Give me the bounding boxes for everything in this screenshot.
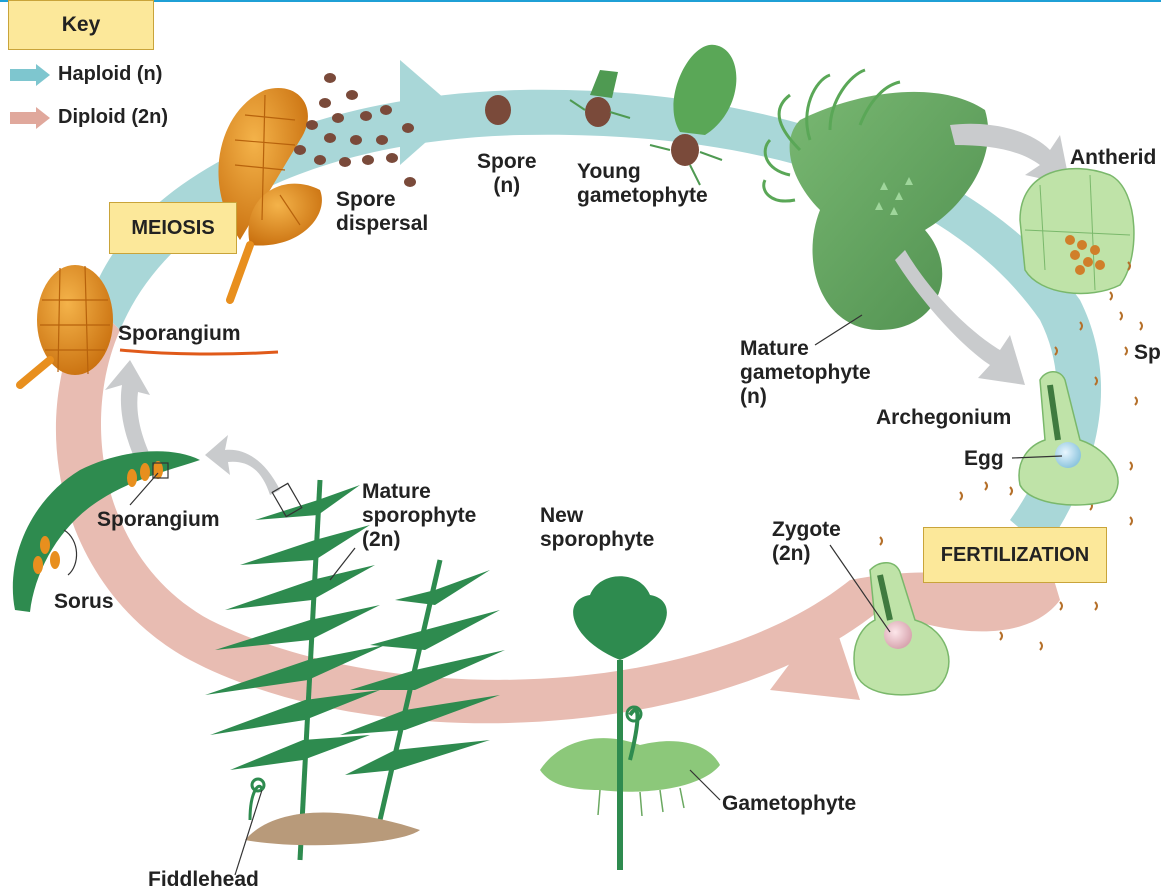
archegonium-label: Archegonium: [876, 406, 1011, 430]
zygote-label: Zygote (2n): [772, 518, 841, 566]
meiosis-box: MEIOSIS: [109, 202, 237, 254]
antheridium-image: [1020, 169, 1134, 294]
haploid-arrow-head: [400, 60, 460, 165]
egg-label: Egg: [964, 447, 1004, 471]
sperm-label: Sp: [1134, 341, 1161, 365]
mature-gametophyte-label: Mature gametophyte (n): [740, 337, 871, 409]
sporangium-top-label: Sporangium: [118, 322, 241, 346]
new-sporophyte-image: [540, 576, 720, 870]
spore-label: Spore (n): [477, 150, 537, 198]
spore-dispersal-label: Spore dispersal: [336, 188, 428, 236]
sporangium-underline: [120, 350, 278, 354]
fertilization-box: FERTILIZATION: [923, 527, 1107, 583]
key-diploid-label: Diploid (2n): [58, 106, 168, 129]
young-gametophyte-label: Young gametophyte: [577, 160, 708, 208]
key-diploid: Diploid (2n): [10, 106, 168, 129]
diploid-arrow-icon: [10, 107, 50, 129]
haploid-arrow-icon: [10, 64, 50, 86]
mature-gametophyte-image: [764, 70, 988, 330]
key-haploid: Haploid (n): [10, 63, 162, 86]
sorus-label: Sorus: [54, 590, 114, 614]
gametophyte-label: Gametophyte: [722, 792, 856, 816]
new-sporophyte-label: New sporophyte: [540, 504, 654, 552]
opening-sporangium: [218, 88, 321, 300]
fiddlehead-label: Fiddlehead: [148, 868, 259, 889]
antheridium-label: Antherid: [1070, 146, 1156, 170]
archegonium-image: [1019, 372, 1118, 505]
mature-sporophyte-label: Mature sporophyte (2n): [362, 480, 476, 552]
key-title: Key: [8, 0, 154, 50]
sporangium-leaf-label: Sporangium: [97, 508, 220, 532]
spore-image: [485, 95, 511, 125]
key-haploid-label: Haploid (n): [58, 63, 162, 86]
